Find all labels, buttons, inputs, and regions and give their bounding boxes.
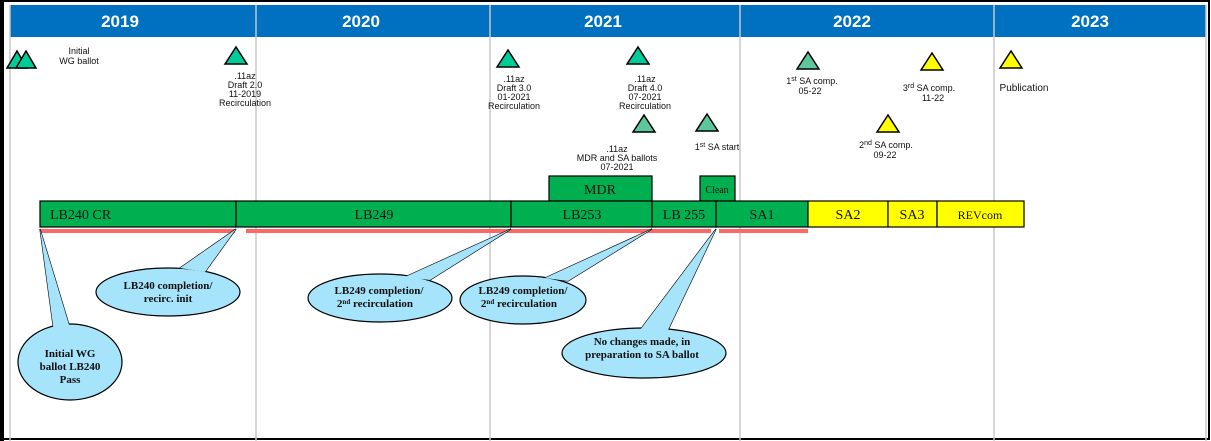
milestone-triangle-icon (998, 49, 1024, 69)
bar-lb249 (235, 200, 512, 228)
callout-lb249-a (307, 273, 453, 323)
red-underlines (40, 229, 808, 233)
bar-lb240-label: LB240 CR (50, 208, 112, 223)
milestone-triangle-icon (875, 113, 901, 133)
year-header (10, 5, 1206, 37)
callout-lb249-a-text: LB249 completion/2nd recirculation (335, 285, 425, 310)
year-2023: 2023 (1071, 12, 1109, 31)
year-2019: 2019 (101, 12, 139, 31)
milestone-triangle-icon (223, 45, 249, 65)
year-2021: 2021 (584, 12, 622, 31)
bar-mdr-label: MDR (584, 183, 617, 198)
milestone-sa3comp-label: 3rd SA comp.11-22 (903, 83, 955, 103)
year-2020: 2020 (342, 12, 380, 31)
milestone-triangle-icon (625, 45, 651, 65)
milestone-triangle-icon (631, 113, 657, 133)
bar-lb255-label: LB 255 (663, 208, 705, 223)
bar-lb253 (510, 200, 653, 228)
bar-revcom-label: REVcom (958, 208, 1003, 222)
milestone-triangle-icon (919, 51, 945, 71)
bar-mdr (548, 175, 653, 202)
milestone-triangle-icon (495, 48, 521, 68)
callout-lb240 (95, 267, 241, 317)
callout-initial-wg (17, 323, 123, 401)
milestone-triangle-icon (14, 49, 38, 69)
callout-lb249-b (459, 275, 587, 325)
milestone-triangle-icon (694, 112, 720, 132)
bar-sa1-label: SA1 (750, 208, 775, 223)
milestone-sa-start-label: 1st SA start (695, 142, 740, 152)
callout-lb249-b-text: LB249 completion/2nd recirculation (479, 285, 569, 310)
milestone-triangle-icon (795, 50, 821, 70)
year-2022: 2022 (833, 12, 871, 31)
left-edge (0, 0, 4, 441)
bar-sa2 (807, 200, 889, 228)
milestone-sa2comp-label: 2nd SA comp.09-22 (859, 140, 913, 160)
bar-sa1 (715, 200, 809, 228)
bar-clean-label: Clean (705, 185, 728, 196)
bar-lb253-label: LB253 (563, 208, 602, 223)
bar-revcom (936, 200, 1025, 228)
bar-sa2-label: SA2 (836, 208, 861, 223)
milestone-sa1comp-label: 1st SA comp.05-22 (786, 76, 838, 96)
bar-clean (699, 175, 736, 202)
bar-sa3-label: SA3 (900, 208, 925, 223)
callout-lb240-text: LB240 completion/recirc. init (124, 280, 214, 305)
milestone-publication-label: Publication (1000, 83, 1049, 94)
bar-lb249-label: LB249 (355, 208, 394, 223)
